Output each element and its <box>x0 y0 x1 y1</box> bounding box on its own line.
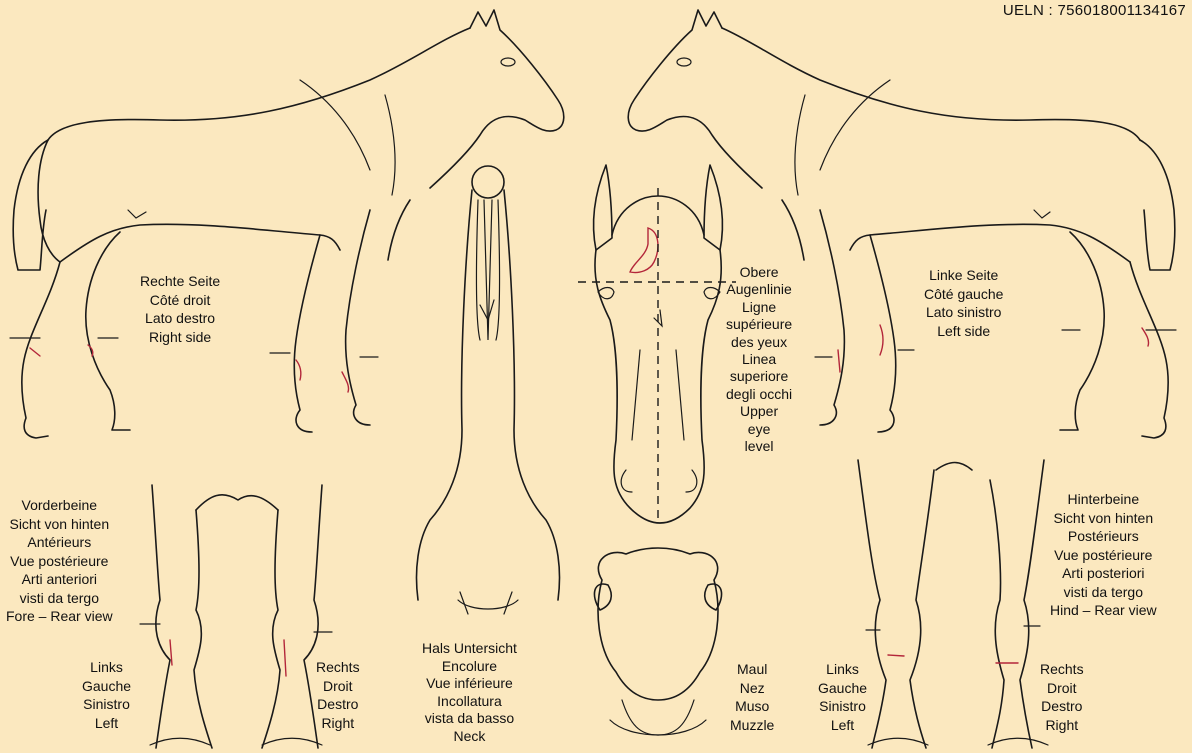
label-line: Vue inférieure <box>422 675 517 693</box>
label-line: Linke Seite <box>924 266 1003 285</box>
label-line: Linea <box>726 351 792 368</box>
label-line: Fore – Rear view <box>6 607 113 626</box>
label-line: Droit <box>316 677 360 696</box>
label-line: Left side <box>924 322 1003 341</box>
label-line: Rechts <box>316 658 360 677</box>
label-line: Vorderbeine <box>6 496 113 515</box>
label-line: Hind – Rear view <box>1050 601 1157 620</box>
label-line: superiore <box>726 368 792 385</box>
label-line: eye <box>726 421 792 438</box>
muzzle <box>594 548 721 735</box>
label-line: visti da tergo <box>1050 583 1157 602</box>
label-hindlegs: Hinterbeine Sicht von hinten Postérieurs… <box>1050 490 1157 620</box>
hindlegs-rear-view <box>858 460 1048 748</box>
label-line: Right side <box>140 328 220 347</box>
neck-underside <box>417 166 560 614</box>
label-line: visti da tergo <box>6 589 113 608</box>
label-forelegs: Vorderbeine Sicht von hinten Antérieurs … <box>6 496 113 626</box>
label-neck: Hals Untersicht Encolure Vue inférieure … <box>422 640 517 746</box>
label-line: Rechte Seite <box>140 272 220 291</box>
label-line: Gauche <box>818 679 867 698</box>
label-line: Obere <box>726 264 792 281</box>
horse-left-side <box>628 10 1176 438</box>
label-line: Sinistro <box>82 695 131 714</box>
label-line: Sicht von hinten <box>1050 509 1157 528</box>
label-line: supérieure <box>726 316 792 333</box>
label-line: Antérieurs <box>6 533 113 552</box>
label-line: Left <box>818 716 867 735</box>
label-line: Muso <box>730 697 774 716</box>
head-front <box>578 165 736 523</box>
label-line: Augenlinie <box>726 281 792 298</box>
label-line: Left <box>82 714 131 733</box>
label-line: Destro <box>316 695 360 714</box>
label-line: des yeux <box>726 334 792 351</box>
label-line: Right <box>1040 716 1084 735</box>
label-line: Upper <box>726 403 792 420</box>
label-line: vista da basso <box>422 710 517 728</box>
label-line: Neck <box>422 728 517 746</box>
label-line: Rechts <box>1040 660 1084 679</box>
label-line: Sicht von hinten <box>6 515 113 534</box>
label-eye-level: Obere Augenlinie Ligne supérieure des ye… <box>726 264 792 455</box>
label-line: Hals Untersicht <box>422 640 517 658</box>
label-line: Côté droit <box>140 291 220 310</box>
label-line: Muzzle <box>730 716 774 735</box>
label-line: Maul <box>730 660 774 679</box>
label-line: Gauche <box>82 677 131 696</box>
horse-right-side <box>10 10 564 438</box>
label-line: Arti posteriori <box>1050 564 1157 583</box>
label-line: Nez <box>730 679 774 698</box>
label-line: level <box>726 438 792 455</box>
label-line: Sinistro <box>818 697 867 716</box>
label-fore-right: Rechts Droit Destro Right <box>316 658 360 732</box>
label-line: Destro <box>1040 697 1084 716</box>
label-line: Lato sinistro <box>924 303 1003 322</box>
label-line: Vue postérieure <box>1050 546 1157 565</box>
label-fore-left: Links Gauche Sinistro Left <box>82 658 131 732</box>
label-line: Encolure <box>422 658 517 676</box>
label-line: Lato destro <box>140 309 220 328</box>
label-line: Postérieurs <box>1050 527 1157 546</box>
forelegs-rear-view <box>140 485 332 748</box>
label-line: Right <box>316 714 360 733</box>
label-left-side: Linke Seite Côté gauche Lato sinistro Le… <box>924 266 1003 340</box>
label-hind-right: Rechts Droit Destro Right <box>1040 660 1084 734</box>
label-right-side: Rechte Seite Côté droit Lato destro Righ… <box>140 272 220 346</box>
label-line: Côté gauche <box>924 285 1003 304</box>
label-line: Droit <box>1040 679 1084 698</box>
label-line: Ligne <box>726 299 792 316</box>
label-line: degli occhi <box>726 386 792 403</box>
label-line: Links <box>82 658 131 677</box>
label-line: Hinterbeine <box>1050 490 1157 509</box>
label-line: Arti anteriori <box>6 570 113 589</box>
label-hind-left: Links Gauche Sinistro Left <box>818 660 867 734</box>
label-line: Links <box>818 660 867 679</box>
label-muzzle: Maul Nez Muso Muzzle <box>730 660 774 734</box>
label-line: Incollatura <box>422 693 517 711</box>
label-line: Vue postérieure <box>6 552 113 571</box>
